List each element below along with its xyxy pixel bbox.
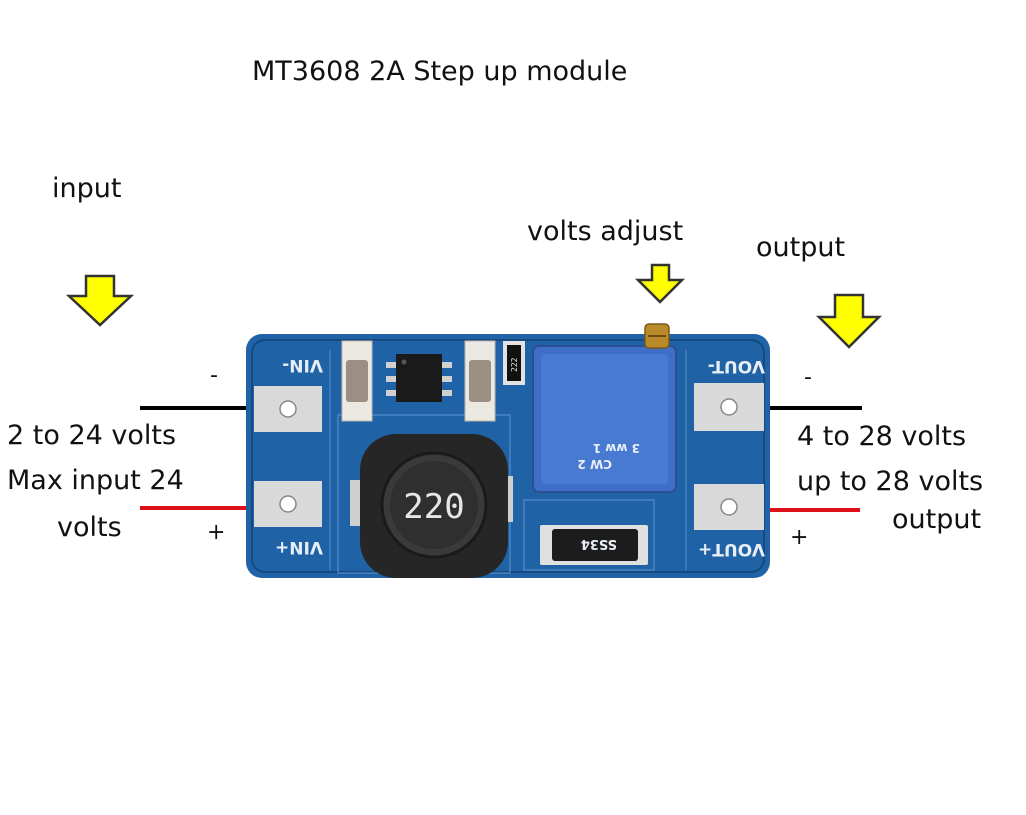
- silk-vin-plus: VIN+: [275, 537, 323, 557]
- inductor-coil: 220: [350, 434, 513, 578]
- diagram-title: MT3608 2A Step up module: [252, 56, 628, 87]
- label-input: input: [52, 173, 122, 204]
- arrow-down-icon: [815, 293, 883, 349]
- trimmer-adjust-screw-icon: [644, 323, 670, 349]
- label-output-word: output: [892, 504, 982, 535]
- smd-resistor: 222: [503, 341, 525, 385]
- capacitor-left: [341, 340, 373, 422]
- pad-vin-plus: [254, 481, 322, 527]
- label-output-minus: -: [804, 365, 812, 390]
- arrow-down-icon: [634, 263, 686, 304]
- schottky-diode: SS34: [540, 525, 648, 565]
- label-output-plus: +: [790, 525, 809, 550]
- label-output: output: [756, 232, 846, 263]
- silk-vout-minus: VOUT-: [708, 356, 765, 376]
- trimmer-marking-cw: CW 2: [577, 457, 612, 471]
- pad-vout-plus: [694, 484, 764, 530]
- label-max-input: Max input 24: [7, 465, 184, 496]
- inductor-value: 220: [403, 487, 464, 527]
- silk-vin-minus: VIN-: [282, 355, 323, 375]
- label-input-minus: -: [210, 363, 218, 388]
- mt3608-chip: [386, 354, 452, 402]
- smd-resistor-code: 222: [510, 357, 519, 372]
- label-input-plus: +: [207, 520, 226, 545]
- trimmer-marking-top: 3 ww 1: [593, 441, 640, 455]
- arrow-down-icon: [65, 274, 135, 327]
- label-output-range: 4 to 28 volts: [797, 421, 967, 452]
- label-output-max: up to 28 volts: [797, 466, 984, 497]
- label-input-range: 2 to 24 volts: [7, 420, 177, 451]
- capacitor-right: [464, 340, 496, 422]
- trimmer-potentiometer: 3 ww 1 CW 2: [532, 345, 677, 493]
- pad-vin-minus: [254, 386, 322, 432]
- silk-vout-plus: VOUT+: [698, 539, 765, 559]
- pad-vout-minus: [694, 383, 764, 431]
- label-volts-adjust: volts adjust: [527, 216, 684, 247]
- label-max-input-unit: volts: [57, 512, 122, 543]
- diode-marking: SS34: [581, 536, 617, 551]
